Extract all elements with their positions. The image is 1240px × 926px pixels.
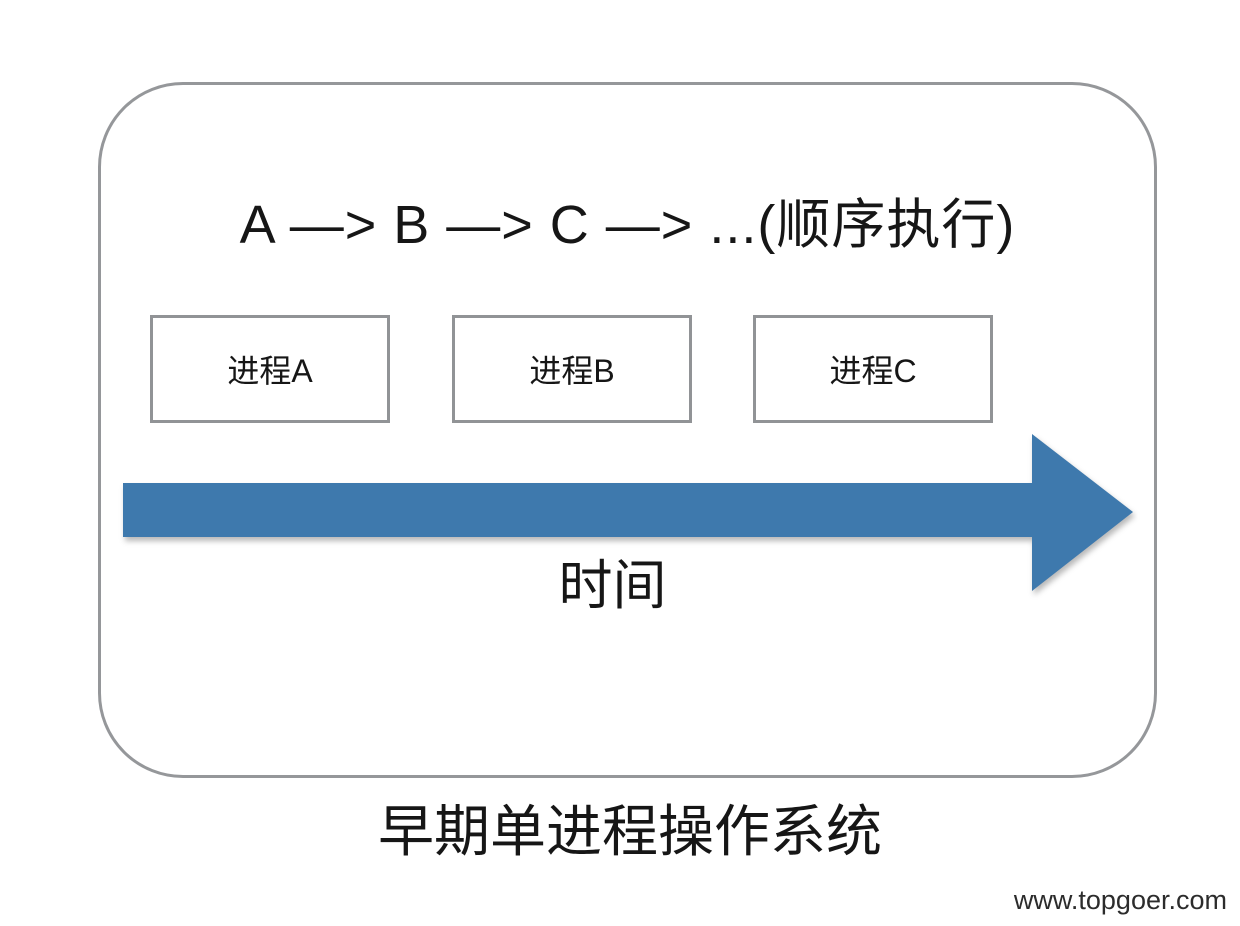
- timeline-arrow-shape: [123, 434, 1133, 591]
- process-box-c-label: 进程C: [829, 353, 917, 389]
- process-box-b: 进程B: [452, 315, 692, 423]
- process-box-a: 进程A: [150, 315, 390, 423]
- diagram-frame: [98, 82, 1157, 778]
- timeline-label: 时间: [558, 556, 667, 616]
- process-box-c: 进程C: [753, 315, 993, 423]
- sequence-title: A —> B —> C —> ...(顺序执行): [239, 195, 1016, 255]
- process-box-b-label: 进程B: [529, 353, 615, 389]
- diagram-caption: 早期单进程操作系统: [378, 800, 882, 863]
- watermark-url: www.topgoer.com: [1013, 885, 1227, 915]
- timeline-arrow-icon: [123, 434, 1133, 591]
- process-box-a-label: 进程A: [227, 353, 313, 389]
